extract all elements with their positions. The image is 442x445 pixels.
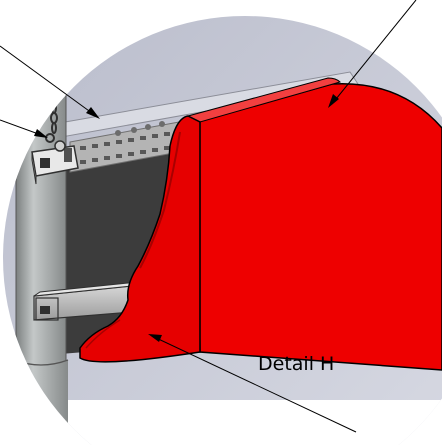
arrowhead-glass-panel (86, 107, 100, 119)
detail-caption: Detail H (258, 353, 334, 375)
post (13, 40, 69, 445)
leader-line-pad-side (151, 335, 357, 433)
clamp-icon (31, 140, 79, 185)
red-pad (79, 77, 442, 371)
arrowhead-pad-top (328, 94, 339, 108)
leader-line-pad-top (331, 0, 417, 105)
pad-face (195, 82, 442, 371)
leader-lines (0, 0, 417, 433)
pad-side (79, 115, 201, 363)
leader-arrowheads (34, 94, 339, 342)
arrowhead-clamp (34, 129, 48, 138)
arrowhead-pad-side (148, 334, 162, 342)
leader-line-glass-panel (0, 45, 97, 117)
